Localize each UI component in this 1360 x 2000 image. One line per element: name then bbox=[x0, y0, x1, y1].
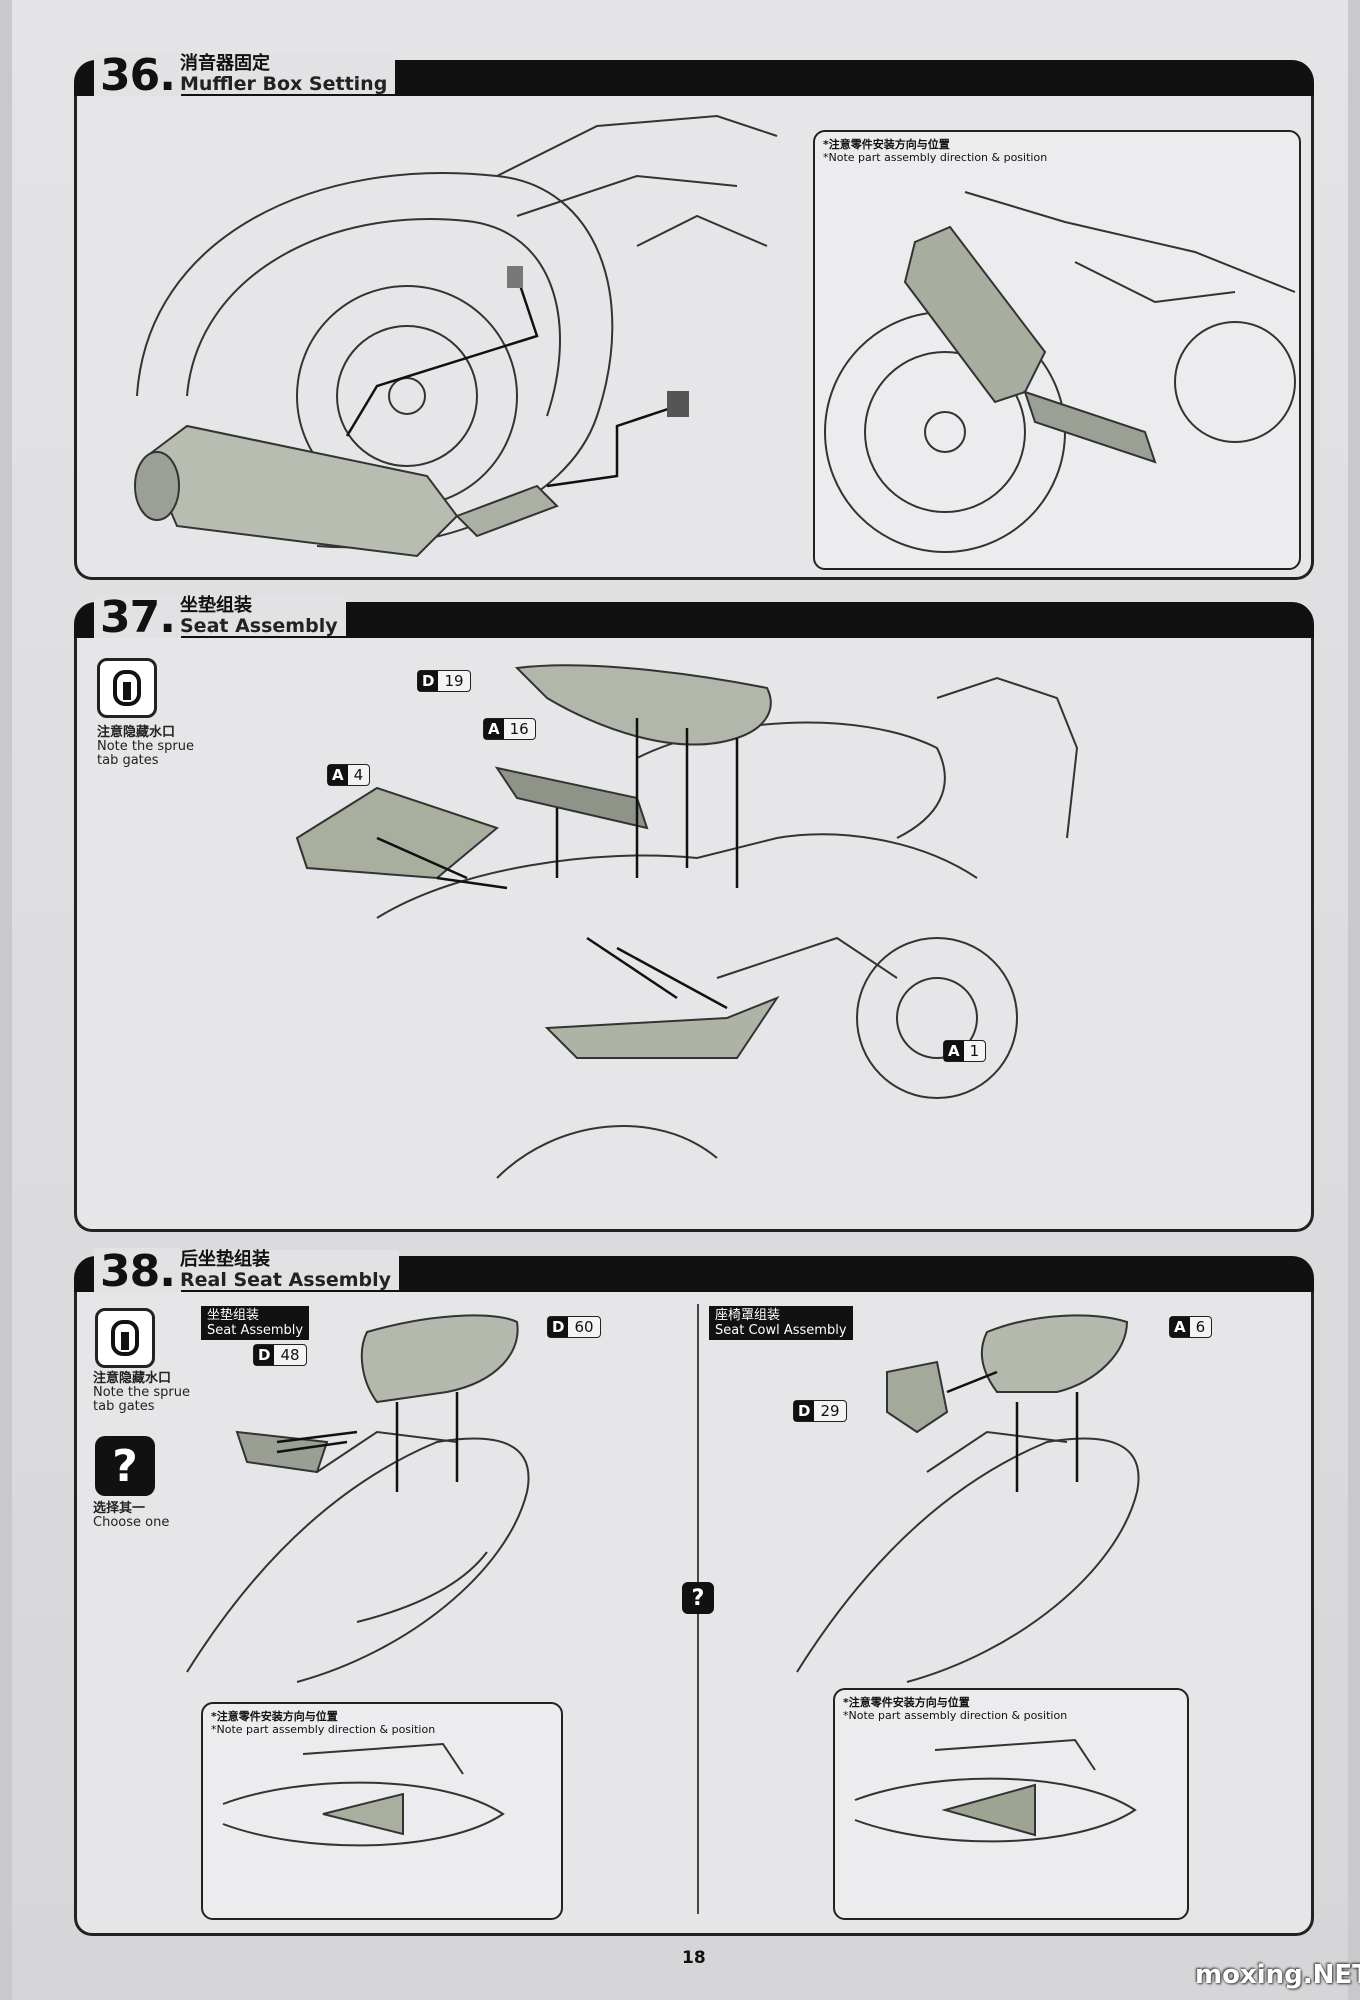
step-title-cn: 坐垫组装 bbox=[180, 595, 252, 616]
part-number: 1 bbox=[969, 1042, 980, 1060]
step-title: 消音器固定 Muffler Box Setting bbox=[172, 53, 396, 95]
seat-cowl-illustration bbox=[796, 1314, 1140, 1683]
note-en: *Note part assembly direction & position bbox=[823, 151, 1048, 164]
sprue-gate-icon bbox=[95, 1308, 155, 1368]
part-number: 29 bbox=[820, 1402, 840, 1420]
note-cn: *注意零件安装方向与位置 bbox=[843, 1696, 970, 1709]
note-en: *Note part assembly direction & position bbox=[843, 1709, 1068, 1722]
step-37: 37. 坐垫组装 Seat Assembly 注意隐藏水口 Note the s… bbox=[74, 594, 1314, 1232]
step-title-cn: 后坐垫组装 bbox=[180, 1249, 270, 1270]
inset-note: *注意零件安装方向与位置 *Note part assembly directi… bbox=[211, 1710, 435, 1736]
step-title: 坐垫组装 Seat Assembly bbox=[172, 596, 346, 636]
step-number: 36. bbox=[94, 52, 181, 100]
part-letter: A bbox=[944, 1041, 964, 1061]
rear-seat-top-view bbox=[222, 1742, 505, 1847]
step-title-cn: 消音器固定 bbox=[180, 53, 270, 74]
detail-inset: *注意零件安装方向与位置 *Note part assembly directi… bbox=[833, 1688, 1189, 1920]
sprue-note-cn: 注意隐藏水口 bbox=[93, 1371, 172, 1386]
option-tag-seat-cowl: 座椅罩组装 Seat Cowl Assembly bbox=[709, 1306, 853, 1340]
tag-cn: 坐垫组装 bbox=[207, 1308, 260, 1323]
page-number: 18 bbox=[682, 1948, 706, 1968]
part-letter: D bbox=[418, 671, 439, 691]
step-body: *注意零件安装方向与位置 *Note part assembly directi… bbox=[74, 96, 1314, 580]
tag-en: Seat Cowl Assembly bbox=[715, 1323, 847, 1338]
choose-one-icon: ? bbox=[95, 1436, 155, 1496]
choose-note-en: Choose one bbox=[93, 1515, 170, 1530]
sprue-note: 注意隐藏水口 Note the sprue tab gates bbox=[93, 1372, 190, 1414]
step-title-en: Seat Assembly bbox=[180, 615, 338, 637]
sprue-gate-icon bbox=[97, 658, 157, 718]
muffler-assembly-illustration bbox=[134, 114, 778, 558]
tag-en: Seat Assembly bbox=[207, 1323, 304, 1338]
choose-note: 选择其一 Choose one bbox=[93, 1502, 169, 1530]
step-number: 37. bbox=[94, 594, 181, 642]
part-letter: A bbox=[328, 765, 348, 785]
part-number: 16 bbox=[509, 720, 529, 738]
instruction-page: 36. 消音器固定 Muffler Box Setting bbox=[12, 0, 1348, 2000]
part-label-a4: A 4 bbox=[327, 764, 371, 786]
sprue-note: 注意隐藏水口 Note the sprue tab gates bbox=[97, 726, 194, 768]
choose-note-cn: 选择其一 bbox=[93, 1501, 146, 1516]
detail-inset: *注意零件安装方向与位置 *Note part assembly directi… bbox=[201, 1702, 563, 1920]
sprue-note-en-2: tab gates bbox=[97, 753, 159, 768]
sprue-note-en-1: Note the sprue bbox=[93, 1385, 190, 1400]
part-label-a16: A 16 bbox=[483, 718, 536, 740]
step-36: 36. 消音器固定 Muffler Box Setting bbox=[74, 52, 1314, 580]
part-label-d19: D 19 bbox=[417, 670, 471, 692]
step-title: 后坐垫组装 Real Seat Assembly bbox=[172, 1249, 400, 1291]
step-title-en: Real Seat Assembly bbox=[180, 1269, 392, 1291]
inset-note: *注意零件安装方向与位置 *Note part assembly directi… bbox=[843, 1696, 1067, 1722]
note-cn: *注意零件安装方向与位置 bbox=[211, 1710, 338, 1723]
seat-cowl-top-view bbox=[854, 1738, 1137, 1843]
sprue-note-en-1: Note the sprue bbox=[97, 739, 194, 754]
step-title-en: Muffler Box Setting bbox=[180, 73, 388, 95]
part-number: 48 bbox=[280, 1346, 300, 1364]
sprue-note-cn: 注意隐藏水口 bbox=[97, 725, 176, 740]
part-label-a1: A 1 bbox=[943, 1040, 987, 1062]
part-letter: A bbox=[1170, 1317, 1190, 1337]
step-number: 38. bbox=[94, 1248, 181, 1296]
part-number: 60 bbox=[574, 1318, 594, 1336]
part-number: 19 bbox=[444, 672, 464, 690]
muffler-installed-illustration bbox=[824, 191, 1296, 553]
part-label-d48: D 48 bbox=[253, 1344, 307, 1366]
part-number: 4 bbox=[353, 766, 364, 784]
watermark: moxing.NET bbox=[1195, 1960, 1360, 1990]
note-cn: *注意零件安装方向与位置 bbox=[823, 138, 950, 151]
part-label-d60: D 60 bbox=[547, 1316, 601, 1338]
part-letter: A bbox=[484, 719, 504, 739]
inset-note: *注意零件安装方向与位置 *Note part assembly directi… bbox=[823, 138, 1047, 164]
option-tag-seat: 坐垫组装 Seat Assembly bbox=[201, 1306, 310, 1340]
sprue-note-en-2: tab gates bbox=[93, 1399, 155, 1414]
part-letter: D bbox=[254, 1345, 275, 1365]
part-number: 6 bbox=[1195, 1318, 1206, 1336]
part-label-d29: D 29 bbox=[793, 1400, 847, 1422]
choose-one-icon: ? bbox=[682, 1582, 714, 1614]
part-letter: D bbox=[548, 1317, 569, 1337]
tag-cn: 座椅罩组装 bbox=[715, 1308, 781, 1323]
step-body: 注意隐藏水口 Note the sprue tab gates ? 选择其一 C… bbox=[74, 1292, 1314, 1936]
step-body: 注意隐藏水口 Note the sprue tab gates bbox=[74, 638, 1314, 1232]
note-en: *Note part assembly direction & position bbox=[211, 1723, 436, 1736]
part-label-a6: A 6 bbox=[1169, 1316, 1213, 1338]
seat-assembly-illustration bbox=[295, 664, 1079, 1179]
part-letter: D bbox=[794, 1401, 815, 1421]
detail-inset: *注意零件安装方向与位置 *Note part assembly directi… bbox=[813, 130, 1301, 570]
rear-seat-illustration bbox=[186, 1314, 530, 1683]
step-38: 38. 后坐垫组装 Real Seat Assembly 注意隐藏水口 Note… bbox=[74, 1248, 1314, 1936]
